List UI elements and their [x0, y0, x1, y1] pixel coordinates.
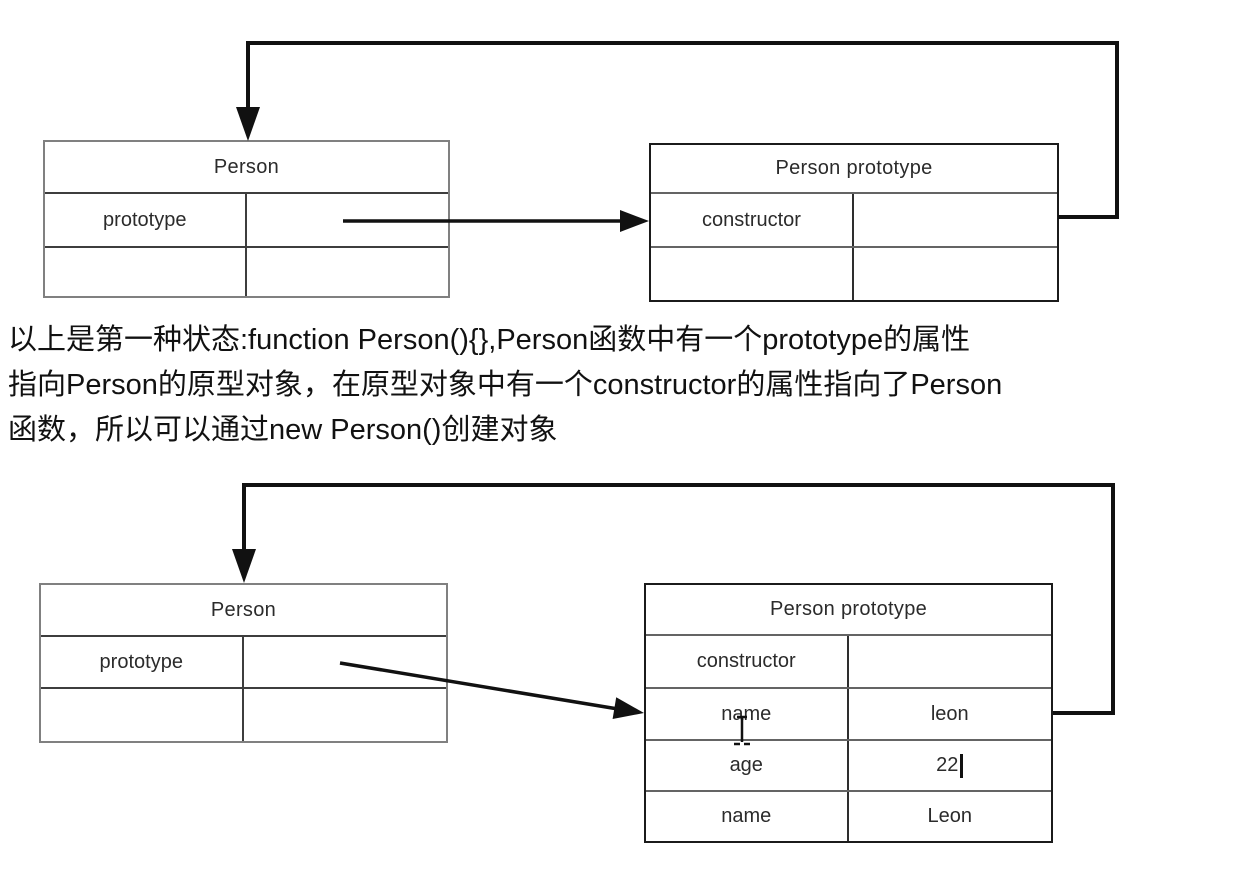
row-key: constructor: [646, 636, 849, 687]
row-key: prototype: [45, 194, 247, 246]
row-key: [651, 248, 854, 300]
table-title: Person: [213, 155, 280, 178]
row-key: name: [646, 689, 849, 739]
row-value: [247, 248, 449, 296]
row-value: [244, 637, 447, 687]
row-key: [41, 689, 244, 741]
person-table-top: Person prototype: [43, 140, 450, 298]
caption-line: 函数，所以可以通过new Person()创建对象: [8, 414, 558, 446]
table-row: age 22: [646, 739, 1051, 790]
table-row: constructor: [651, 192, 1057, 246]
row-value: 22: [849, 741, 1052, 790]
table-title: Person prototype: [769, 598, 928, 620]
row-key: age: [646, 741, 849, 790]
caption-paragraph: 以上是第一种状态:function Person(){},Person函数中有一…: [8, 318, 1254, 453]
person-prototype-table-bottom: Person prototype constructor name leon a…: [644, 583, 1053, 843]
row-key: prototype: [41, 637, 244, 687]
row-value: [854, 194, 1057, 246]
row-key: [45, 248, 247, 296]
row-value: Leon: [927, 805, 973, 827]
caption-line: 指向Person的原型对象，在原型对象中有一个constructor的属性指向了…: [8, 369, 1003, 401]
row-key: name: [646, 792, 849, 841]
table-title: Person: [210, 598, 277, 621]
person-prototype-table-top: Person prototype constructor: [649, 143, 1059, 302]
person-table-bottom: Person prototype: [39, 583, 448, 743]
text-caret: [960, 753, 964, 778]
table-title: Person prototype: [775, 157, 933, 179]
table-row: name Leon: [646, 790, 1051, 841]
table-row: [45, 246, 448, 296]
table-row: constructor: [646, 634, 1051, 687]
age-value: 22: [936, 754, 959, 776]
row-value: [854, 248, 1057, 300]
row-value: [247, 194, 449, 246]
caption-line: 以上是第一种状态:function Person(){},Person函数中有一…: [8, 324, 971, 356]
table-row: prototype: [41, 635, 446, 687]
table-row: prototype: [45, 192, 448, 246]
table-row: [41, 687, 446, 741]
table-row: name leon: [646, 687, 1051, 739]
row-value: [244, 689, 447, 741]
row-value: leon: [930, 702, 969, 725]
table-row: [651, 246, 1057, 300]
row-key: constructor: [651, 194, 854, 246]
row-value: [849, 636, 1052, 687]
